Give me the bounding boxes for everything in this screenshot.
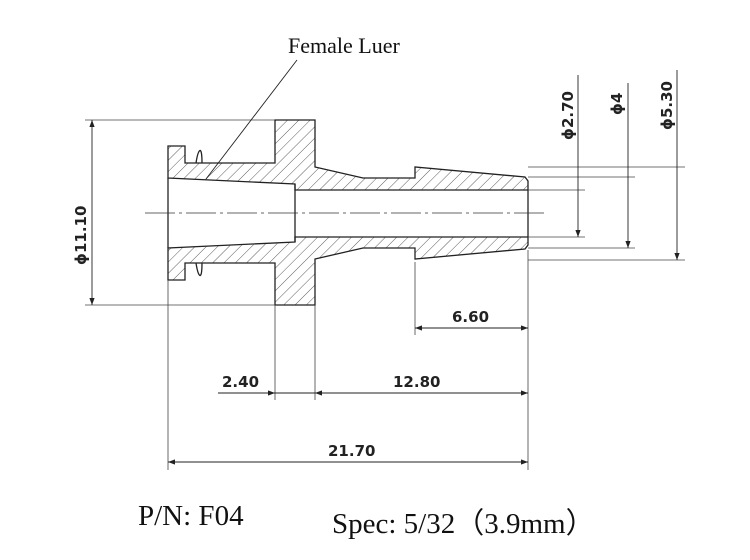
part-section xyxy=(167,119,529,306)
dim-inner-diameter: ϕ2.70 xyxy=(559,91,577,140)
callout-leader xyxy=(205,59,298,180)
dim-overall-length: 21.70 xyxy=(328,442,375,460)
dim-barb-length: 6.60 xyxy=(452,308,489,326)
callout-female-luer: Female Luer xyxy=(288,33,400,58)
dim-barb-min: ϕ4 xyxy=(608,93,626,115)
dimension-lines xyxy=(89,59,680,465)
dim-tip-length: 12.80 xyxy=(393,373,440,391)
extension-lines xyxy=(85,119,685,470)
dim-barb-max: ϕ5.30 xyxy=(658,81,676,130)
spec: Spec: 5/32（3.9mm） xyxy=(332,508,595,540)
part-number: P/N: F04 xyxy=(138,500,244,532)
section-bottom xyxy=(167,236,529,306)
dim-flange-thickness: 2.40 xyxy=(222,373,259,391)
section-top xyxy=(167,119,529,191)
dim-outer-flange: ϕ11.10 xyxy=(72,206,90,265)
